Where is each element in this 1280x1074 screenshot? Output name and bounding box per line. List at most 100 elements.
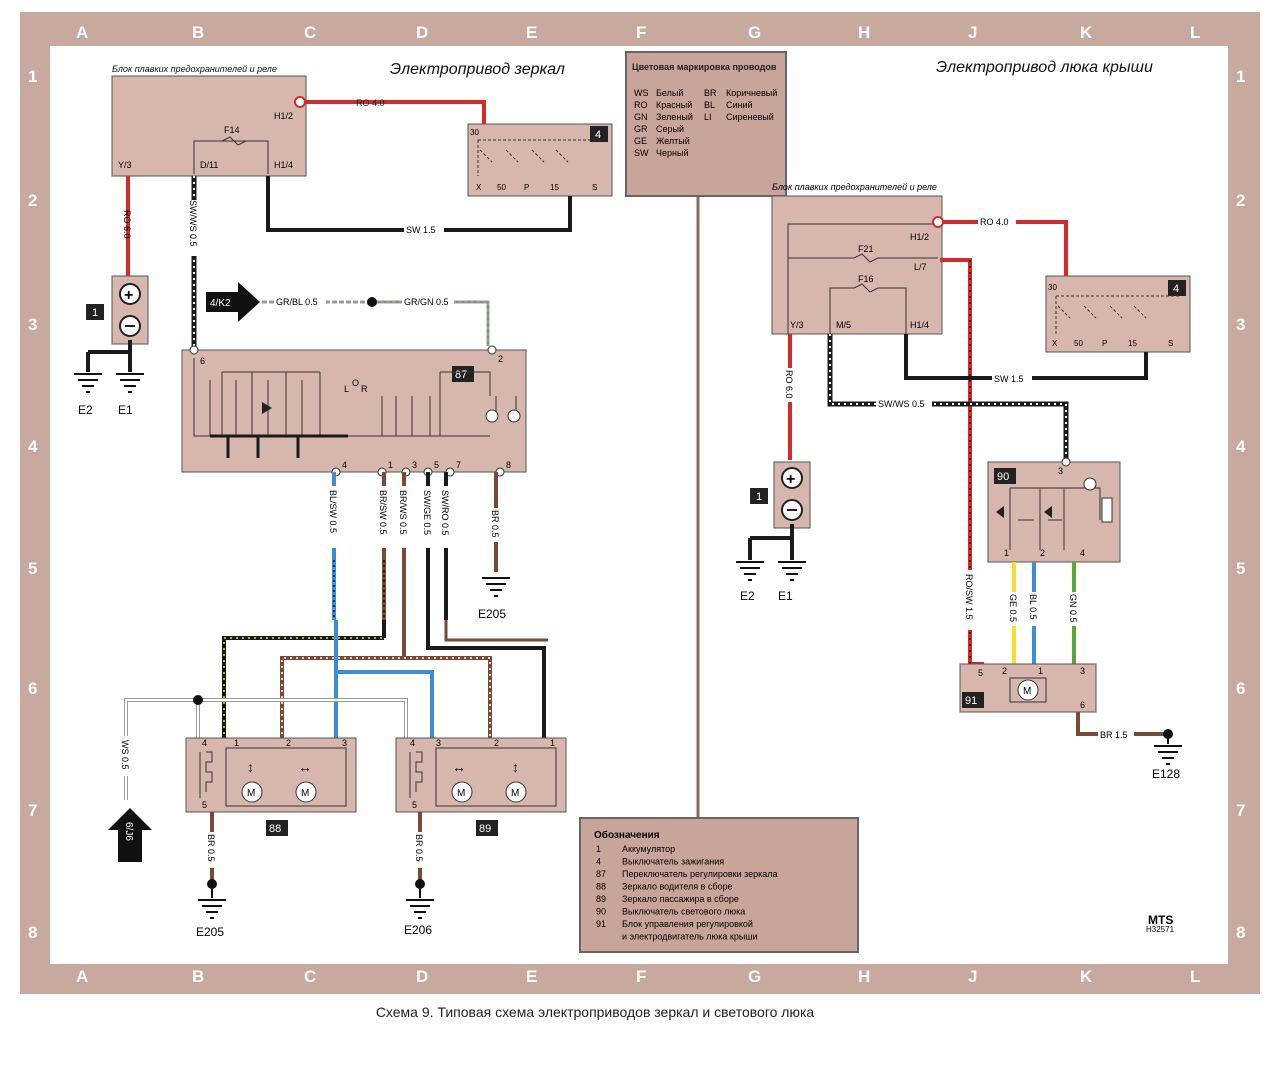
left-ground-wire [86, 340, 132, 372]
grid-row-left: 1 [28, 67, 37, 86]
right-ign-pin-s: S [1168, 339, 1173, 348]
right-ign-pin-30: 30 [1048, 283, 1057, 292]
left-label-ro40: RO 4.0 [356, 98, 385, 108]
mirror-89-pin-4: 4 [410, 738, 415, 748]
mirror-89-motor-2-m: M [511, 788, 519, 799]
left-ign-pin-30: 30 [470, 128, 479, 137]
left-pin-h14: H1/4 [274, 160, 293, 170]
right-ignition-id-box [1168, 280, 1186, 296]
left-ground-e2: E2 [78, 403, 93, 417]
left-label-blsw: BL/SW 0.5 [328, 490, 338, 533]
designation-text: Переключатель регулировки зеркала [622, 869, 778, 879]
mirror-89 [395, 737, 567, 813]
mirror-89-heater [409, 751, 423, 798]
left-arrow-6j6-ref: 6/J6 [123, 822, 134, 841]
mirror-switch-lor-o: O [352, 378, 359, 388]
left-harness-3 [334, 620, 434, 740]
mirror-88-heater [199, 751, 213, 798]
right-label-sw15-bg [992, 371, 1032, 385]
grid-col-bottom: H [858, 967, 870, 986]
grid-col-bottom: C [304, 967, 316, 986]
right-fuse-f21: F21 [858, 244, 874, 254]
grid-col-bottom: J [968, 967, 977, 986]
mirror-switch-pin-label: 2 [498, 354, 503, 364]
right-label-br15-bg [1098, 727, 1134, 741]
mirror-88-pin-5: 5 [202, 800, 207, 810]
grid-row-left: 3 [28, 315, 37, 334]
designation-legend [579, 817, 859, 953]
left-ground-node-88 [207, 879, 217, 889]
mirror-89-motors-box [435, 747, 557, 807]
color-legend-name: Синий [726, 100, 753, 110]
left-label-sw15-bg [404, 223, 444, 237]
designation-num: 4 [596, 857, 601, 867]
grid-row-left: 6 [28, 679, 37, 698]
designation-text: Блок управления регулировкой [622, 919, 753, 929]
grid-col-top: A [76, 23, 88, 42]
mirror-switch-pin-label: 6 [200, 356, 205, 366]
right-label-swws05-bg [876, 396, 932, 410]
left-label-grgn-bg [402, 294, 454, 308]
grid-col-top: C [304, 23, 316, 42]
mirror-88-id-box [266, 820, 288, 836]
grid-row-right: 8 [1236, 923, 1245, 942]
right-wire-swws05-tracer [829, 334, 1067, 462]
sunroof-switch-pin-4: 4 [1080, 548, 1085, 558]
sunroof-unit-motor-box [1009, 677, 1047, 703]
grid-col-bottom: E [526, 967, 537, 986]
left-label-br05-88: BR 0.5 [206, 834, 216, 862]
grid-col-top: F [636, 23, 646, 42]
right-fuse-block-label: Блок плавких предохранителей и реле [772, 182, 937, 192]
mirror-switch-lamp-1 [485, 409, 499, 423]
mirror-89-id-box [476, 820, 498, 836]
right-battery-plus [781, 467, 803, 489]
sunroof-switch-internal [1009, 487, 1101, 550]
color-legend-code: BR [704, 88, 717, 98]
left-ignition-id-box [590, 126, 608, 142]
grid-col-top: D [416, 23, 428, 42]
mirror-switch-id-box [452, 366, 474, 382]
mirror-88-motor-2-m: M [301, 788, 309, 799]
sunroof-unit-pin-2: 2 [1002, 666, 1007, 676]
designation-text: и электродвигатель люка крыши [622, 932, 758, 942]
mirror-88-pin-2: 2 [286, 738, 291, 748]
left-ground-node-89 [415, 879, 425, 889]
right-label-bl05: BL 0.5 [1028, 594, 1038, 620]
mirror-88-motor-1 [241, 781, 263, 803]
left-label-swws05: SW/WS 0.5 [188, 200, 198, 247]
left-ign-pin-x: X [476, 183, 482, 192]
mts-logo: MTS [1148, 913, 1173, 927]
sunroof-unit-pin-1: 1 [1038, 666, 1043, 676]
mirror-switch-internal [193, 358, 517, 437]
right-ground-node-e128 [1163, 729, 1173, 739]
mirror-89-pin-5: 5 [412, 800, 417, 810]
ground-e205-b: E205 [196, 925, 224, 939]
grid-row-right: 5 [1236, 559, 1245, 578]
color-legend-code: GR [634, 124, 648, 134]
color-legend-name: Зеленый [656, 112, 693, 122]
mirror-switch-pin-label: 1 [388, 460, 393, 470]
color-legend-code: GE [634, 136, 647, 146]
right-ign-pin-15: 15 [1128, 339, 1137, 348]
right-battery-plus-sign: + [786, 471, 795, 488]
color-legend-name: Желтый [656, 136, 690, 146]
sunroof-switch-id: 90 [997, 471, 1009, 483]
mirror-switch-pin-label: 5 [434, 460, 439, 470]
mirror-89-pin-3: 3 [436, 738, 441, 748]
grid-col-bottom: L [1190, 967, 1200, 986]
sunroof-unit-pin-3: 3 [1080, 666, 1085, 676]
sunroof-switch-lamp [1083, 477, 1097, 491]
designation-num: 1 [596, 844, 601, 854]
left-label-swge: SW/GE 0.5 [422, 490, 432, 535]
sunroof-unit-pin-5: 5 [978, 668, 983, 678]
left-arrow-6j6 [108, 808, 152, 862]
mirror-switch-lamp-2 [507, 409, 521, 423]
right-fuse-block [771, 195, 943, 335]
left-ign-pin-15: 15 [550, 183, 559, 192]
right-label-br15: BR 1.5 [1100, 730, 1128, 740]
left-label-grbl-bg [274, 294, 326, 308]
right-ground-e2: E2 [740, 589, 755, 603]
